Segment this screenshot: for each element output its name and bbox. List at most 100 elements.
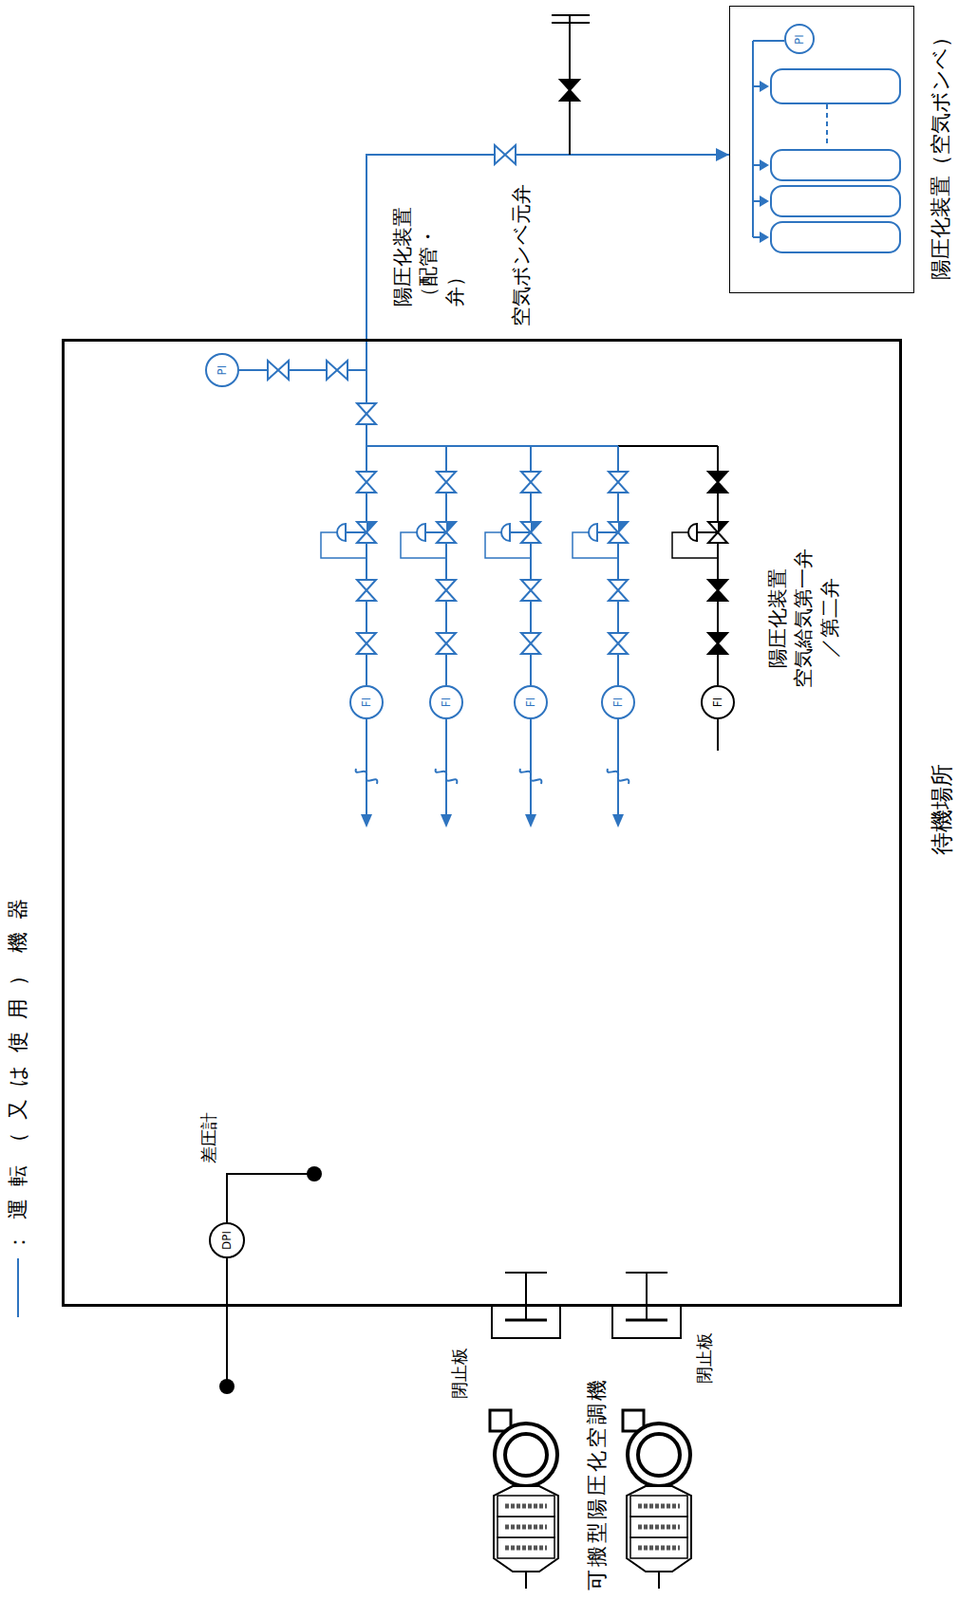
valve-mark: [446, 522, 456, 533]
valve-symbol: [521, 580, 541, 602]
filter-element: [497, 1517, 555, 1539]
cylinder-header: [751, 40, 754, 238]
closure-plate: [525, 1273, 527, 1321]
valve-symbol: [436, 522, 456, 544]
filter-element: [630, 1496, 688, 1518]
cylinder-valve: [759, 195, 770, 207]
instrument-tag: FI: [524, 697, 539, 708]
instrument-circle: PI: [784, 24, 815, 56]
air-cylinder: [770, 150, 901, 181]
fan-casing: [494, 1424, 558, 1487]
valve-symbol: [356, 633, 376, 655]
closure-plate: [625, 1272, 668, 1275]
filter-marking: [638, 1546, 680, 1552]
part-label: 差圧計: [197, 1112, 220, 1165]
part-label: 閉止板: [448, 1348, 470, 1400]
valve-symbol: [708, 522, 728, 544]
instrument-circle: FI: [513, 685, 548, 720]
flexible-hose-symbol: [356, 769, 378, 785]
area-name: 待機場所: [927, 764, 957, 856]
legend-line: [17, 1258, 19, 1318]
valve-symbol: [608, 471, 628, 493]
filter-marking: [638, 1504, 680, 1510]
header-pipe: [618, 445, 718, 448]
filter-marking: [638, 1525, 680, 1531]
filter-housing: [626, 1486, 692, 1573]
pipe-line: [529, 719, 532, 817]
filter-marking: [505, 1525, 547, 1531]
valve-symbol: [267, 360, 289, 380]
actuator-stem: [597, 531, 619, 534]
filter-marking: [505, 1546, 547, 1552]
area-box: 待機場所PIFIFIFIFIFIDPI: [61, 338, 902, 1308]
sensing-point: [219, 1379, 235, 1395]
instrument-tag: PI: [791, 34, 807, 45]
valve-symbol: [521, 522, 541, 544]
filter-element: [497, 1496, 555, 1518]
valve-symbol: [560, 79, 580, 101]
part-label: 可搬型陽圧化空調機: [583, 1377, 612, 1592]
area-name: 陽圧化装置（空気ボンベ）: [927, 26, 955, 281]
instrument-circle: FI: [601, 685, 636, 720]
flow-arrowhead: [440, 814, 452, 828]
instrument-tag: DPI: [220, 1231, 235, 1251]
valve-symbol: [708, 633, 728, 655]
valve-mark: [530, 522, 541, 533]
omission-mark: [826, 103, 828, 144]
closure-plate: [645, 1273, 648, 1321]
legend-row: ：運転（又は使用）機器: [3, 864, 33, 1320]
valve-symbol: [608, 522, 628, 544]
closure-plate: [505, 1272, 547, 1275]
actuator-symbol: [688, 524, 697, 542]
flow-arrowhead: [612, 814, 624, 828]
valve-symbol: [521, 471, 541, 493]
filter-marking: [505, 1504, 547, 1510]
valve-symbol: [608, 580, 628, 602]
fan-casing: [505, 1434, 547, 1477]
pipe-line: [716, 719, 719, 752]
instrument-tag: PI: [215, 365, 230, 376]
valve-symbol: [521, 633, 541, 655]
valve-symbol: [708, 471, 728, 493]
instrument-tag: FI: [359, 697, 375, 708]
pipe-line: [365, 338, 368, 447]
valve-symbol: [708, 580, 728, 602]
cylinder-valve: [759, 80, 770, 93]
valve-symbol: [356, 522, 376, 544]
part-label: 閉止板: [693, 1333, 715, 1385]
end-cap: [551, 14, 590, 17]
instrument-tag: FI: [611, 697, 626, 708]
fan-casing: [638, 1434, 680, 1477]
legend-text: ：運転（又は使用）機器: [4, 886, 32, 1254]
instrument-circle: FI: [349, 685, 384, 720]
area-box: 陽圧化装置（空気ボンベ）PI: [729, 5, 915, 294]
fan-casing: [627, 1424, 691, 1487]
valve-symbol: [436, 633, 456, 655]
flow-arrowhead: [525, 814, 537, 828]
valve-symbol: [356, 403, 376, 425]
instrument-tag: FI: [439, 697, 454, 708]
cylinder-valve: [759, 231, 770, 244]
actuator-symbol: [501, 524, 510, 542]
filter-element: [630, 1517, 688, 1539]
legend-swatch: [3, 1258, 33, 1320]
pipe-line: [445, 719, 448, 817]
part-label: 陽圧化装置 空気給気第一弁／第二弁: [765, 548, 844, 689]
air-cylinder: [770, 186, 901, 217]
valve-mark: [366, 522, 376, 533]
unit-duct: [657, 1572, 660, 1590]
pipe-line: [617, 719, 620, 817]
flexible-hose-symbol: [520, 769, 543, 785]
valve-symbol: [608, 633, 628, 655]
actuator-stem: [345, 531, 367, 534]
valve-symbol: [494, 145, 516, 165]
instrument-circle: FI: [700, 685, 735, 720]
unit-duct: [525, 1572, 527, 1590]
pipe-line: [365, 719, 368, 817]
gauge-line: [752, 39, 785, 42]
filter-element: [630, 1538, 688, 1560]
pipe-connector: [366, 154, 730, 339]
sensing-line: [225, 1258, 228, 1388]
